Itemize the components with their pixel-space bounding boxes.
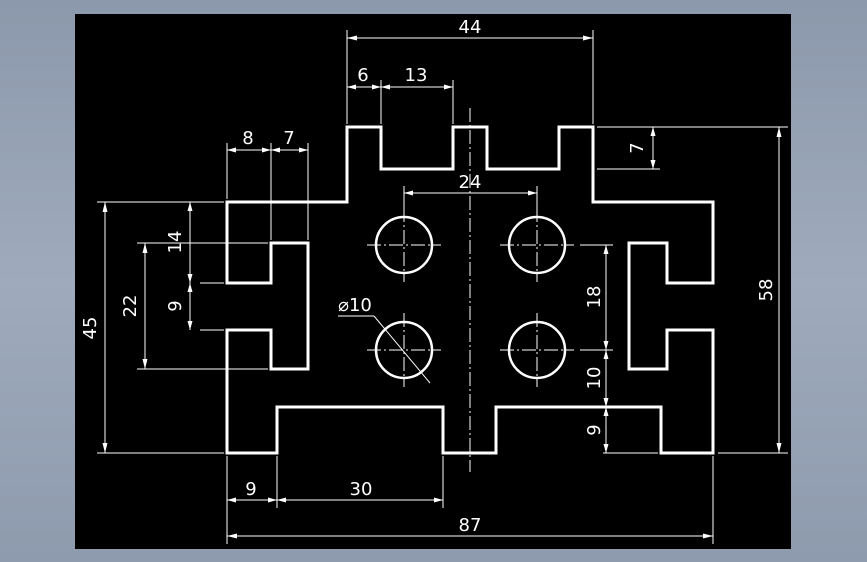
dim-7-top: 7: [283, 128, 294, 149]
dim-14: 14: [165, 231, 186, 254]
dimension-lines: [97, 30, 788, 544]
dim-30: 30: [350, 479, 373, 500]
part-outline: [225, 125, 715, 455]
dim-22: 22: [120, 295, 141, 318]
dim-13: 13: [405, 65, 428, 86]
dim-9-bottom: 9: [245, 479, 256, 500]
dim-58: 58: [756, 279, 777, 302]
center-lines: [367, 108, 574, 472]
dim-24: 24: [459, 172, 482, 193]
dim-44: 44: [459, 17, 482, 38]
dim-6: 6: [357, 65, 368, 86]
dim-9-left: 9: [165, 300, 186, 311]
dim-10: 10: [584, 367, 605, 390]
dimension-texts: 44 6 13 8 7 24 30 9 87 ⌀10 7 58 14 9 22 …: [80, 17, 777, 536]
dim-87: 87: [459, 515, 482, 536]
dim-7-side: 7: [627, 142, 648, 153]
dim-diameter-10: ⌀10: [338, 295, 372, 316]
dim-45: 45: [80, 317, 101, 340]
dim-8: 8: [242, 128, 253, 149]
dim-18: 18: [584, 286, 605, 309]
cad-viewport[interactable]: 44 6 13 8 7 24 30 9 87 ⌀10 7 58 14 9 22 …: [75, 14, 791, 549]
technical-drawing: 44 6 13 8 7 24 30 9 87 ⌀10 7 58 14 9 22 …: [80, 17, 788, 544]
dim-9-right: 9: [584, 424, 605, 435]
